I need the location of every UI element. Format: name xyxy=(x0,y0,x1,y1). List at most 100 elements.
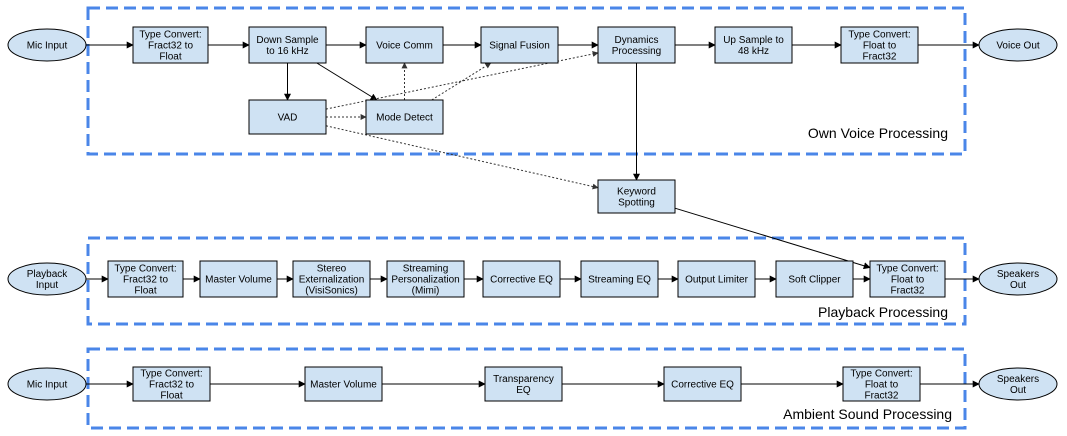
node-speakers-out-2-label-0: Speakers xyxy=(997,269,1039,280)
node-tc-ff32-2-label-1: Float to xyxy=(891,275,925,286)
node-transparency-eq-label-1: EQ xyxy=(516,385,531,396)
region-playback-label: Playback Processing xyxy=(818,304,948,320)
region-own-voice-label: Own Voice Processing xyxy=(808,125,948,141)
node-soft-clipper-shape xyxy=(775,260,854,298)
node-soft-clipper: Soft Clipper xyxy=(775,260,854,298)
node-voice-out-label-0: Voice Out xyxy=(996,41,1040,52)
node-down-sample-shape xyxy=(248,26,327,64)
node-tc-ff32-3-label-0: Type Convert: xyxy=(850,369,912,380)
node-master-vol-2-shape xyxy=(199,260,278,298)
node-speakers-out-2-shape xyxy=(978,262,1058,296)
node-mode-detect: Mode Detect xyxy=(365,99,444,135)
node-down-sample-label-0: Down Sample xyxy=(256,35,319,46)
node-stream-pers-label-2: (Mimi) xyxy=(412,286,440,297)
node-tc-ff32-2-label-2: Fract32 xyxy=(891,286,925,297)
node-stereo-ext-label-0: Stereo xyxy=(317,264,347,275)
node-tc-f2f-1-shape xyxy=(132,26,209,64)
node-tc-f2f-3-label-1: Fract32 to xyxy=(149,380,194,391)
node-vad-shape xyxy=(248,99,327,135)
node-tc-f2f-3-label-2: Float xyxy=(160,391,182,402)
node-out-limiter: Output Limiter xyxy=(677,260,756,298)
node-tc-ff32-3-label-1: Float to xyxy=(865,380,899,391)
region-own-voice-frame xyxy=(86,6,967,156)
node-voice-out: Voice Out xyxy=(978,28,1058,62)
node-mic-input-3-shape xyxy=(7,367,87,401)
edge-vad-to-keyword xyxy=(325,125,599,190)
node-tc-ff32-1-shape xyxy=(840,26,919,64)
node-stereo-ext-label-1: Externalization xyxy=(299,275,365,286)
node-tc-ff32-1-label-2: Fract32 xyxy=(863,52,897,63)
node-stream-pers-label-0: Streaming xyxy=(403,264,449,275)
node-speakers-out-3-shape xyxy=(978,367,1058,401)
node-signal-fusion-label-0: Signal Fusion xyxy=(489,41,550,52)
node-mic-input-3-label-0: Mic Input xyxy=(27,380,68,391)
node-tc-ff32-3-shape xyxy=(842,366,921,402)
edge-down-sample-to-mode-detect xyxy=(316,62,378,101)
node-tc-ff32-3-label-2: Fract32 xyxy=(865,391,899,402)
node-vad-label-0: VAD xyxy=(278,113,298,124)
node-tc-f2f-3-label-0: Type Convert: xyxy=(140,369,202,380)
node-corr-eq-2-shape xyxy=(482,260,561,298)
node-mode-detect-label-0: Mode Detect xyxy=(376,113,433,124)
node-signal-fusion-shape xyxy=(480,26,559,64)
node-speakers-out-3-label-0: Speakers xyxy=(997,374,1039,385)
node-voice-comm: Voice Comm xyxy=(365,26,444,64)
node-tc-f2f-2-label-0: Type Convert: xyxy=(114,264,176,275)
node-voice-out-shape xyxy=(978,28,1058,62)
node-tc-ff32-1-label-0: Type Convert: xyxy=(848,30,910,41)
node-keyword-label-1: Spotting xyxy=(618,198,655,209)
node-dynamics-shape xyxy=(597,26,676,64)
node-keyword-shape xyxy=(597,179,676,214)
node-stream-pers-shape xyxy=(386,260,465,298)
node-tc-ff32-2-label-0: Type Convert: xyxy=(876,264,938,275)
node-up-sample-shape xyxy=(714,26,793,64)
node-out-limiter-shape xyxy=(677,260,756,298)
node-tc-f2f-3-shape xyxy=(132,366,211,402)
node-dynamics-label-1: Processing xyxy=(612,46,661,57)
node-speakers-out-3-label-1: Out xyxy=(1010,385,1026,396)
node-corr-eq-3-label-0: Corrective EQ xyxy=(671,380,734,391)
edge-keyword-to-tc-ff32-2 xyxy=(674,207,871,270)
region-ambient: Ambient Sound Processing xyxy=(86,347,967,430)
node-stereo-ext-shape xyxy=(292,260,371,298)
node-tc-f2f-1-label-1: Fract32 to xyxy=(148,41,193,52)
node-keyword-label-0: Keyword xyxy=(617,187,656,198)
node-corr-eq-3-shape xyxy=(663,366,742,402)
node-stereo-ext-label-2: (VisiSonics) xyxy=(305,286,358,297)
node-mic-input-3: Mic Input xyxy=(7,367,87,401)
node-tc-ff32-2-shape xyxy=(869,260,946,298)
region-ambient-label: Ambient Sound Processing xyxy=(783,406,952,422)
node-mic-input-1-shape xyxy=(7,28,87,62)
node-corr-eq-3: Corrective EQ xyxy=(663,366,742,402)
node-playback-input-label-1: Input xyxy=(36,280,58,291)
node-transparency-eq-shape xyxy=(484,366,563,402)
node-playback-input-label-0: Playback xyxy=(27,269,69,280)
node-transparency-eq-label-0: Transparency xyxy=(493,374,554,385)
node-vad: VAD xyxy=(248,99,327,135)
node-master-vol-3: Master Volume xyxy=(304,366,383,402)
node-dynamics-label-0: Dynamics xyxy=(615,35,659,46)
edge-mode-detect-to-signal-fusion xyxy=(431,62,492,101)
node-tc-f2f-2-label-2: Float xyxy=(134,286,156,297)
node-corr-eq-2-label-0: Corrective EQ xyxy=(490,275,553,286)
node-tc-ff32-1-label-1: Float to xyxy=(863,41,897,52)
node-stream-eq-label-0: Streaming EQ xyxy=(588,275,651,286)
node-out-limiter-label-0: Output Limiter xyxy=(685,275,748,286)
node-master-vol-3-shape xyxy=(304,366,383,402)
node-up-sample-label-0: Up Sample to xyxy=(723,35,784,46)
node-mic-input-1: Mic Input xyxy=(7,28,87,62)
